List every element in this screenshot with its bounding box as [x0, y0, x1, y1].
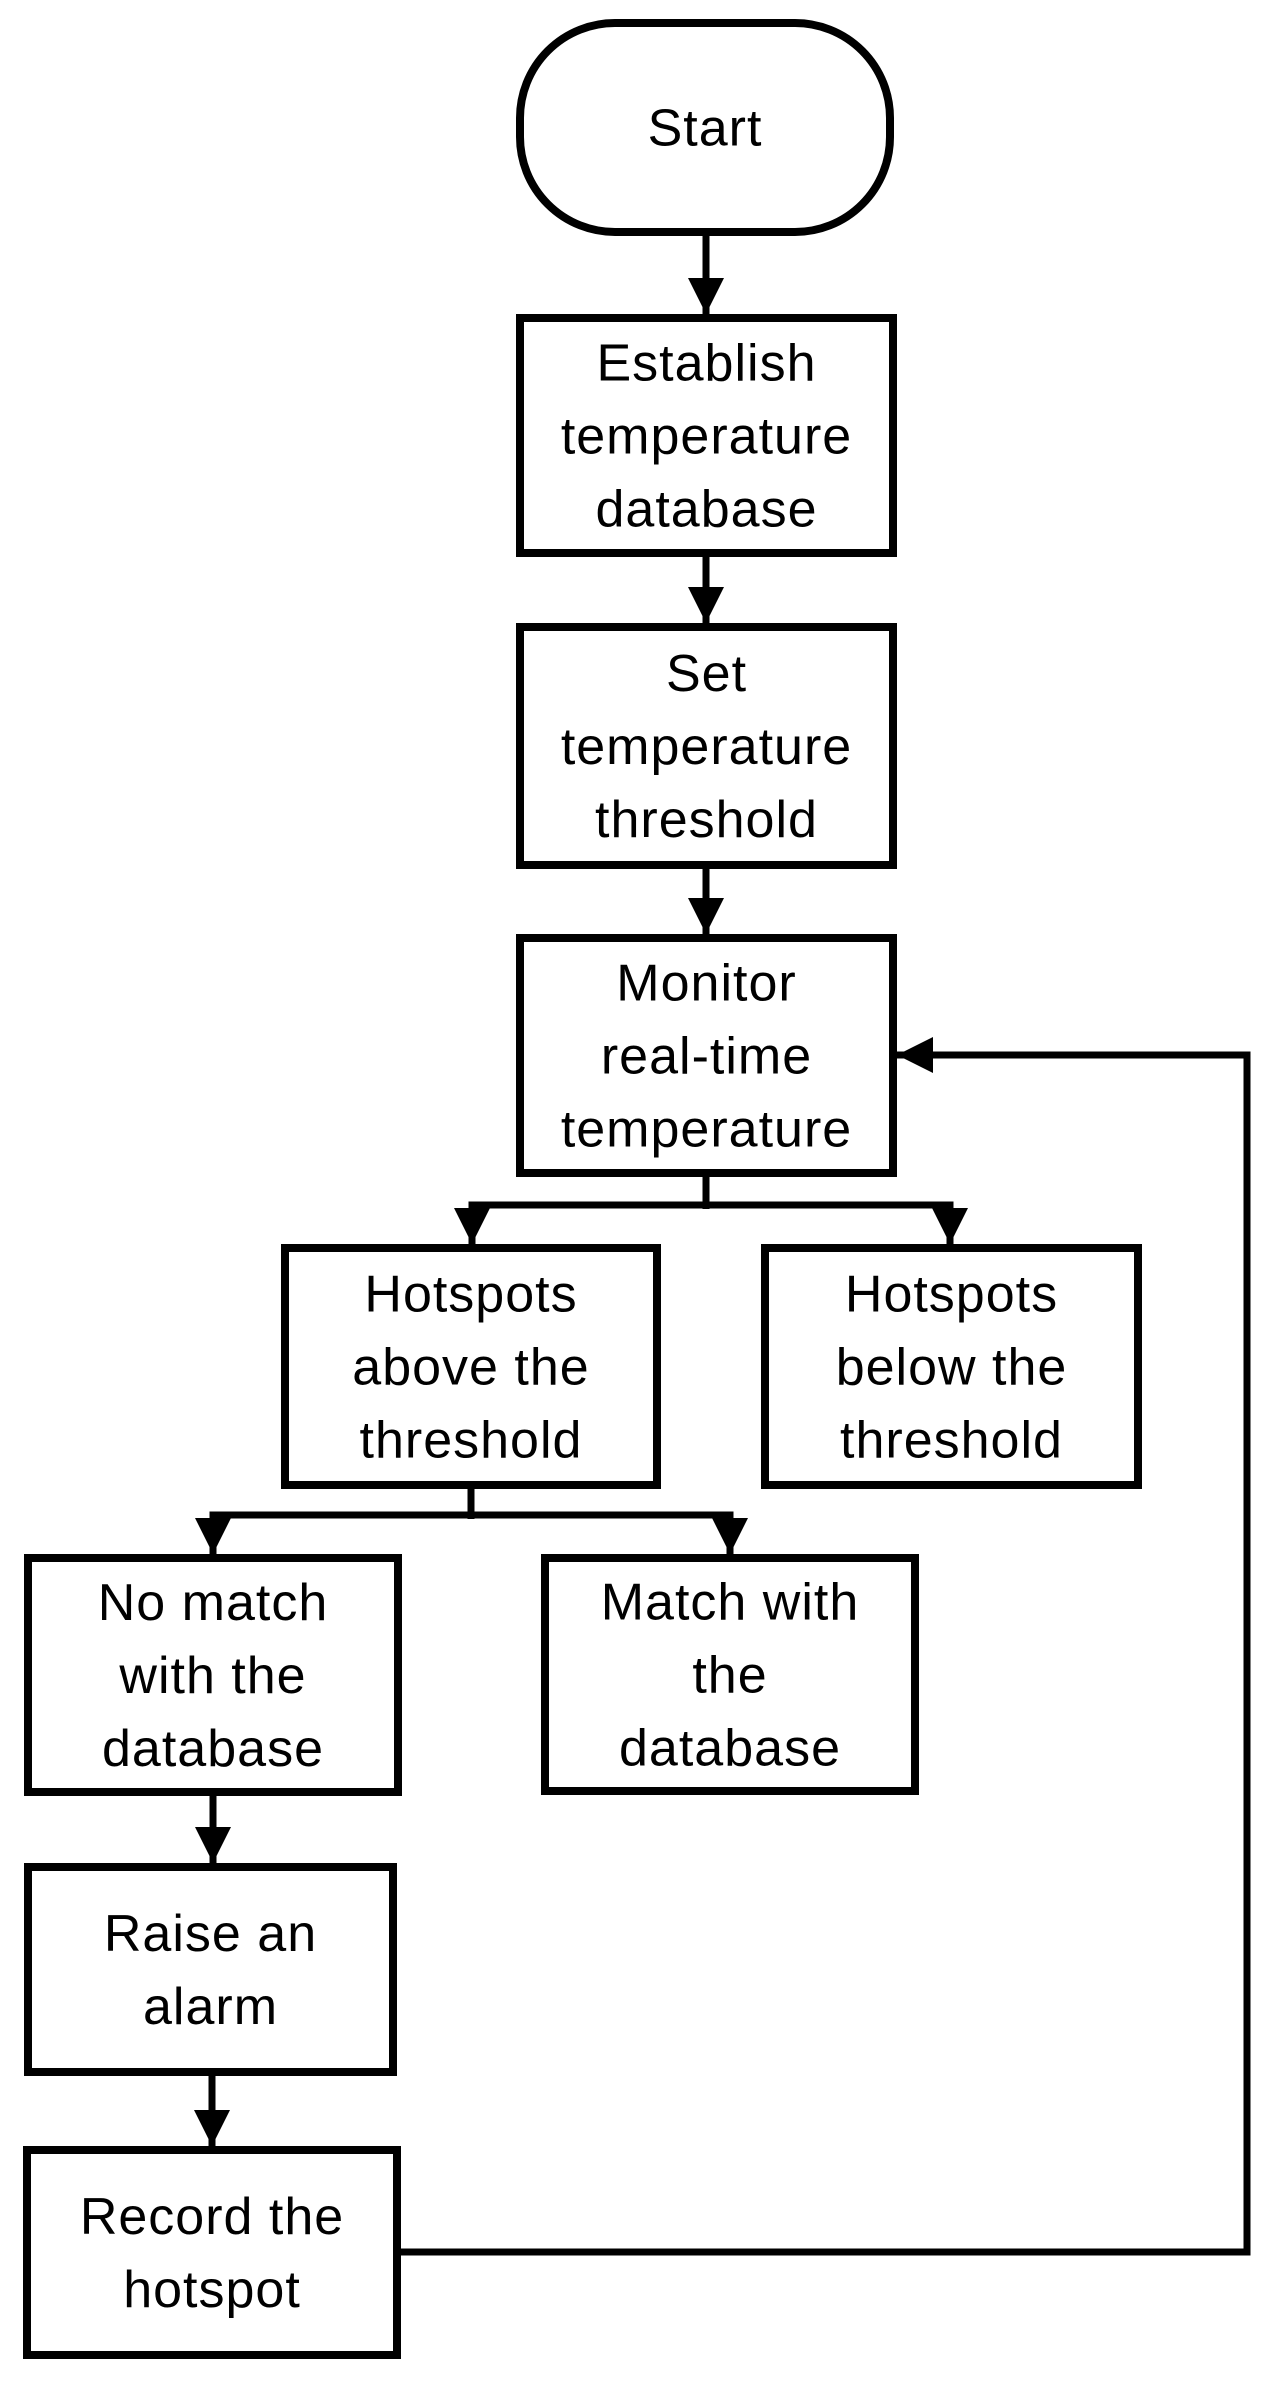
- edges-layer: [194, 232, 1251, 2256]
- edge-branch-to-no-match: [195, 1511, 471, 1554]
- terminator-shape: [516, 19, 894, 236]
- process-shape: [516, 314, 897, 557]
- process-shape: [541, 1554, 919, 1795]
- process-shape: [24, 1554, 402, 1796]
- process-shape: [24, 1863, 397, 2076]
- process-shape: [516, 623, 897, 869]
- process-shape: [23, 2146, 401, 2359]
- edge-branch-to-hotspots-below: [706, 1201, 968, 1244]
- process-shape: [761, 1244, 1142, 1489]
- node-start: Start: [516, 19, 894, 236]
- edge-record-to-monitor-feedback: [397, 1037, 1251, 2256]
- process-shape: [281, 1244, 661, 1489]
- process-shape: [516, 934, 897, 1177]
- node-label: Start: [648, 100, 763, 158]
- edge-branch-to-match: [471, 1511, 748, 1554]
- edge-branch-to-hotspots-above: [454, 1201, 706, 1244]
